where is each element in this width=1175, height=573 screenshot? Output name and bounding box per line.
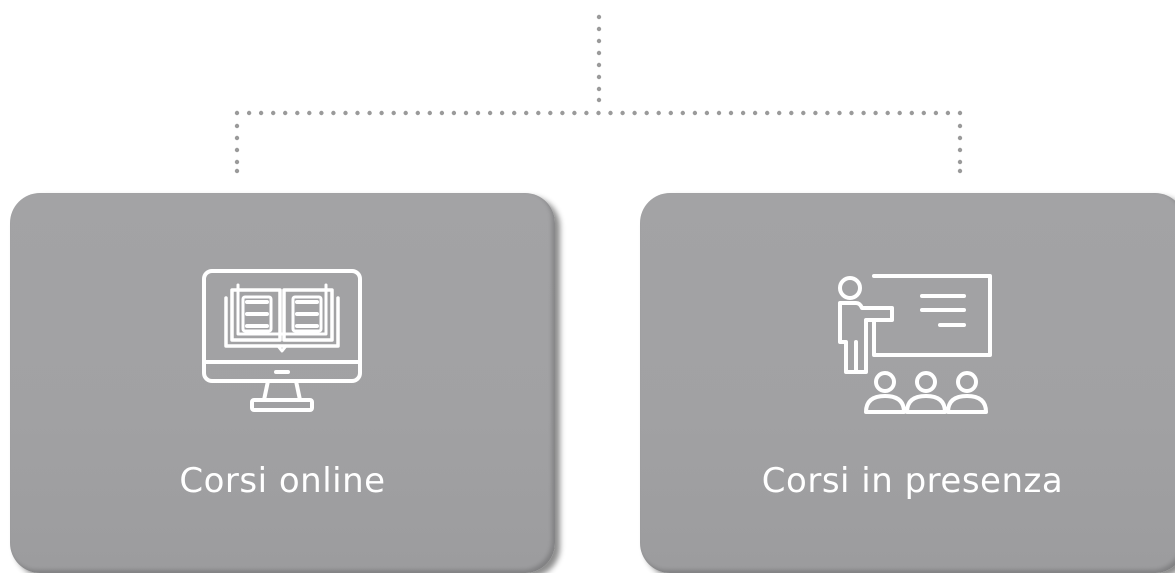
connector-dot [548, 110, 553, 116]
connector-dot [307, 110, 312, 116]
connector-dot [752, 110, 758, 116]
connector-dot [596, 110, 601, 116]
connector-dot [680, 110, 685, 116]
computer-open-book-icon [202, 269, 362, 412]
connector-dot [873, 110, 878, 116]
connector-dot [536, 110, 541, 116]
connector-dot [837, 110, 842, 116]
connector-dot [716, 110, 722, 116]
connector-dot [379, 110, 384, 116]
connector-left-drop [234, 123, 240, 174]
connector-dot [463, 110, 469, 116]
card-label-online: Corsi online [179, 461, 386, 501]
connector-dot [933, 110, 939, 116]
connector-dot [728, 110, 734, 116]
connector-dot [295, 110, 300, 116]
connector-dot [644, 110, 649, 116]
connector-dot [234, 110, 240, 116]
connector-dot [475, 110, 481, 116]
connector-dot [427, 110, 432, 116]
connector-dot [258, 110, 264, 116]
connector-dot [403, 110, 408, 116]
connector-dot [439, 110, 445, 116]
connector-dot [499, 110, 505, 116]
connector-dot [813, 110, 818, 116]
connector-dot [740, 110, 746, 116]
connector-dot [391, 110, 396, 116]
connector-dot [560, 110, 565, 116]
card-online-courses[interactable]: Corsi online [10, 193, 555, 573]
connector-dot [897, 110, 902, 116]
connector-dot [620, 110, 625, 116]
connector-dot [921, 110, 926, 116]
connector-dot [789, 110, 794, 116]
connector-horizontal [234, 110, 963, 116]
connector-dot [692, 110, 698, 116]
connector-dot [343, 110, 348, 116]
connector-dot [704, 110, 710, 116]
connector-dot [271, 110, 276, 116]
connector-dot [487, 110, 493, 116]
connector-dot [656, 110, 661, 116]
connector-dot [246, 110, 252, 116]
connector-dot [909, 110, 914, 116]
connector-dot [283, 110, 288, 116]
connector-dot [367, 110, 372, 116]
connector-dot [319, 110, 324, 116]
connector-dot [777, 110, 782, 116]
connector-dot [355, 110, 360, 116]
card-in-person-courses[interactable]: Corsi in presenza [640, 193, 1175, 573]
teacher-classroom-icon [838, 274, 992, 414]
connector-dot [608, 110, 613, 116]
connector-dot [331, 110, 336, 116]
connector-stem [596, 14, 602, 103]
connector-dot [885, 110, 890, 116]
connector-dot [512, 110, 517, 116]
connector-dot [801, 110, 806, 116]
card-label-in-person: Corsi in presenza [761, 461, 1064, 501]
connector-dot [825, 110, 830, 116]
connector-dot [668, 110, 673, 116]
connector-dot [861, 110, 866, 116]
connector-dot [765, 110, 770, 116]
connector-dot [849, 110, 854, 116]
connector-right-drop [957, 123, 963, 174]
connector-dot [957, 110, 963, 116]
connector-dot [584, 110, 589, 116]
connector-dot [451, 110, 457, 116]
connector-dot [632, 110, 637, 116]
connector-dot [945, 110, 951, 116]
connector-dot [415, 110, 420, 116]
connector-dot [572, 110, 577, 116]
connector-dot [524, 110, 529, 116]
